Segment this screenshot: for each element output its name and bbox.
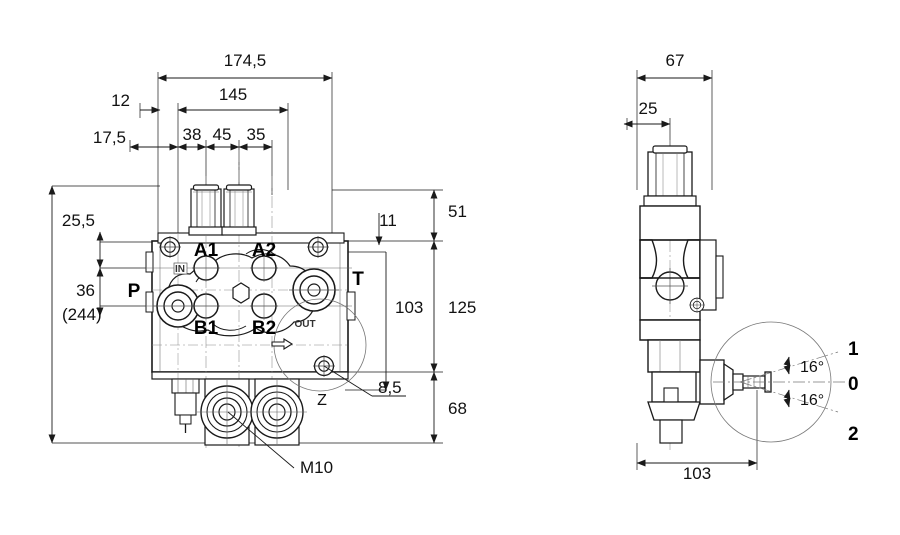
dim-103-front: 103 bbox=[395, 298, 423, 317]
bottom-fitting-left bbox=[171, 378, 200, 433]
side-view-group: 67 25 103 bbox=[623, 51, 859, 483]
label-t: T bbox=[352, 269, 364, 290]
angle-16-up: 16° bbox=[800, 359, 824, 376]
label-p: P bbox=[128, 281, 141, 302]
dim-244: (244) bbox=[62, 305, 102, 324]
valve-body-front bbox=[140, 150, 406, 469]
lever-position-0: 0 bbox=[848, 374, 859, 395]
dim-174-5: 174,5 bbox=[224, 51, 267, 70]
dim-12: 12 bbox=[111, 91, 130, 110]
port-p-circle bbox=[153, 284, 203, 328]
callout-8-5: 8,5 bbox=[378, 378, 402, 397]
label-detail-z: Z bbox=[317, 392, 327, 409]
top-dimension-lines bbox=[129, 72, 333, 250]
side-adjuster-cap bbox=[643, 145, 697, 207]
dim-67: 67 bbox=[666, 51, 685, 70]
dim-145: 145 bbox=[219, 85, 247, 104]
label-b2: B2 bbox=[252, 318, 276, 339]
adjuster-cap-2 bbox=[221, 184, 257, 236]
adjuster-cap-1 bbox=[188, 184, 224, 236]
port-t-circle bbox=[289, 268, 339, 312]
label-out: OUT bbox=[294, 319, 315, 330]
lever-swing-detail bbox=[710, 321, 845, 443]
lever-position-2: 2 bbox=[848, 424, 859, 445]
dim-11: 11 bbox=[379, 211, 397, 230]
dim-25: 25 bbox=[639, 99, 658, 118]
label-a2: A2 bbox=[252, 240, 276, 261]
bottom-port-2 bbox=[247, 378, 307, 446]
flow-arrow-icon bbox=[271, 338, 294, 350]
dim-38: 38 bbox=[183, 125, 202, 144]
angle-16-down: 16° bbox=[800, 392, 824, 409]
callout-m10: M10 bbox=[300, 458, 333, 477]
dim-36: 36 bbox=[76, 281, 95, 300]
dim-35: 35 bbox=[247, 125, 266, 144]
dim-103-side: 103 bbox=[683, 464, 711, 483]
label-a1: A1 bbox=[194, 240, 219, 261]
valve-body-side bbox=[639, 140, 772, 450]
dim-51: 51 bbox=[448, 202, 467, 221]
lever-position-1: 1 bbox=[848, 339, 859, 360]
dim-25-5: 25,5 bbox=[62, 211, 95, 230]
bottom-port-1 bbox=[197, 378, 257, 446]
front-view-group: 174,5 145 12 17,5 38 45 35 (244) 25,5 36 bbox=[48, 51, 476, 477]
dim-45: 45 bbox=[213, 125, 232, 144]
dim-68: 68 bbox=[448, 399, 467, 418]
dim-17-5: 17,5 bbox=[93, 128, 126, 147]
label-in: IN bbox=[175, 264, 185, 275]
dim-125: 125 bbox=[448, 298, 476, 317]
label-b1: B1 bbox=[194, 318, 219, 339]
